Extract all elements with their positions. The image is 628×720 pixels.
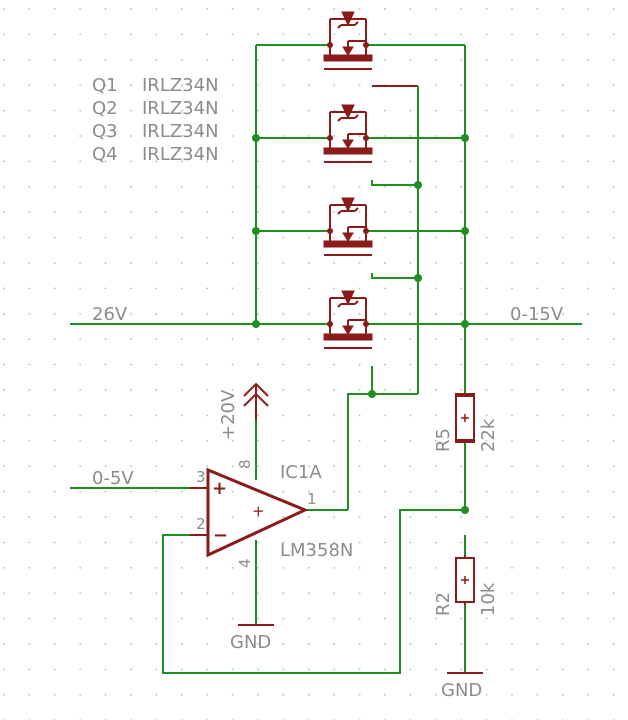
resistor-r2-ref: R2 <box>433 592 454 616</box>
opamp-pin-1: 1 <box>307 490 317 508</box>
resistor-r5-value: 22k <box>478 418 499 452</box>
part-value-q3: IRLZ34N <box>142 121 219 142</box>
supply-symbol <box>243 382 269 420</box>
resistor-r5-ref: R5 <box>433 428 454 452</box>
net-label-26v: 26V <box>92 304 128 325</box>
net-label-output: 0-15V <box>510 304 564 325</box>
supply-label: +20V <box>218 389 239 440</box>
opamp-pin-4: 4 <box>236 558 254 568</box>
junctions <box>252 134 469 514</box>
part-value-q4: IRLZ34N <box>142 144 219 165</box>
q3-gate-wire <box>371 273 418 279</box>
parts-list: Q1 IRLZ34N Q2 IRLZ34N Q3 IRLZ34N Q4 IRLZ… <box>92 75 219 165</box>
opamp-pin-2: 2 <box>196 515 206 533</box>
part-ref-q1: Q1 <box>92 75 118 96</box>
feedback-wire <box>162 509 465 674</box>
opamp-output-wire <box>347 393 372 510</box>
resistor-r2-value: 10k <box>478 582 499 616</box>
part-value-q2: IRLZ34N <box>142 98 219 119</box>
opamp-center-mark: + <box>252 502 265 520</box>
part-value-q1: IRLZ34N <box>142 75 219 96</box>
part-ref-q2: Q2 <box>92 98 118 119</box>
opamp-value-label: LM358N <box>280 540 353 561</box>
ground-label-divider: GND <box>441 680 482 701</box>
opamp-pin-8: 8 <box>236 459 254 469</box>
part-ref-q3: Q3 <box>92 121 118 142</box>
opamp-minus-sign: − <box>213 525 228 546</box>
ground-label-opamp: GND <box>230 632 271 653</box>
opamp-pin-3: 3 <box>196 468 206 486</box>
net-label-control: 0-5V <box>92 468 134 489</box>
opamp-symbol <box>190 467 309 558</box>
opamp-plus-sign: + <box>212 478 227 499</box>
opamp-ref-label: IC1A <box>280 462 322 483</box>
q2-gate-wire <box>371 180 418 186</box>
part-ref-q4: Q4 <box>92 144 118 165</box>
